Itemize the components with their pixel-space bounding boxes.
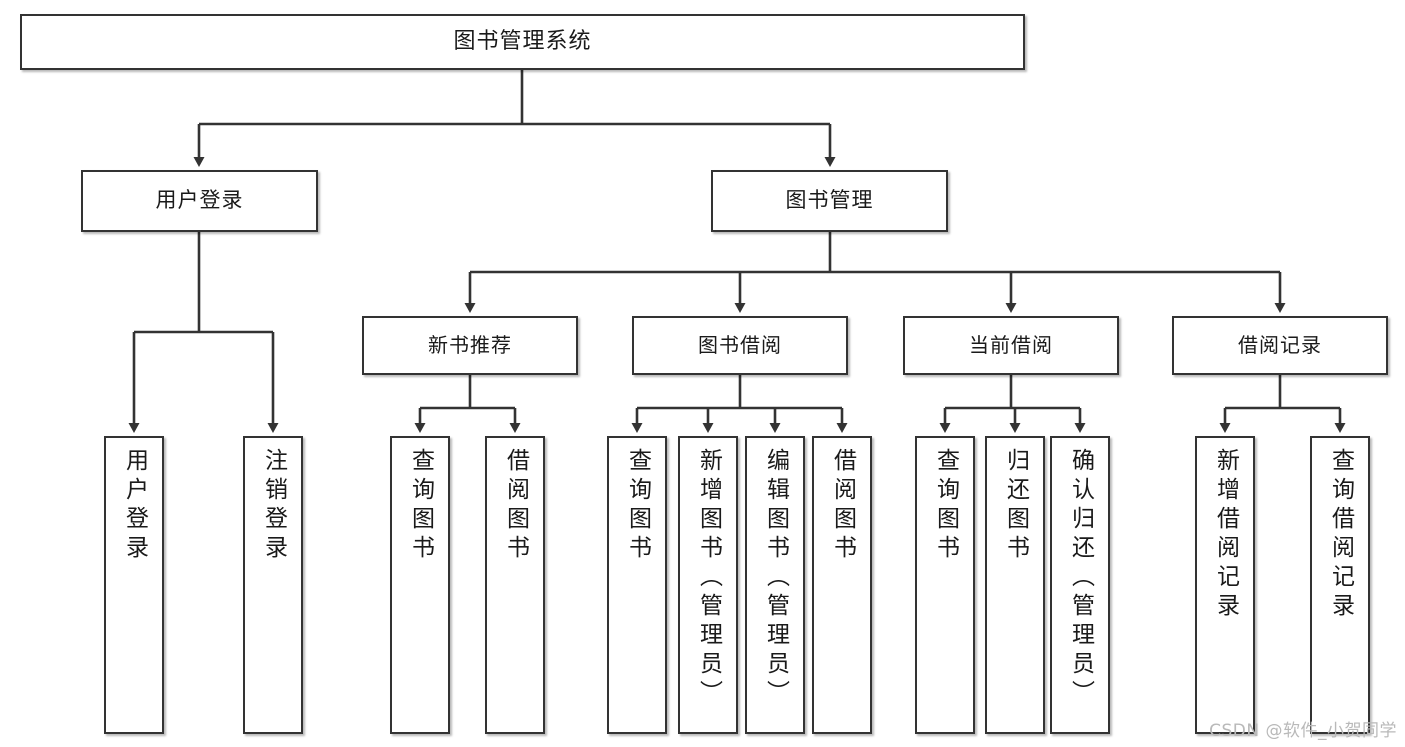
node-leaf-user-logout[interactable]: 注销登录 xyxy=(243,436,303,734)
node-leaf-confirm-return-label: 确认归还（管理员） xyxy=(1067,448,1094,709)
node-leaf-add-book[interactable]: 新增图书（管理员） xyxy=(678,436,738,734)
node-current-borrow[interactable]: 当前借阅 xyxy=(903,316,1119,375)
node-book-manage-label: 图书管理 xyxy=(785,188,874,213)
node-leaf-query-record-label: 查询借阅记录 xyxy=(1327,448,1354,622)
node-leaf-add-book-label: 新增图书（管理员） xyxy=(695,448,722,709)
node-leaf-edit-book[interactable]: 编辑图书（管理员） xyxy=(745,436,805,734)
node-leaf-add-record-label: 新增借阅记录 xyxy=(1212,448,1239,622)
node-user-login-label: 用户登录 xyxy=(155,188,244,213)
node-leaf-borrow-book-1-label: 借阅图书 xyxy=(502,448,529,564)
node-leaf-user-login-label: 用户登录 xyxy=(121,448,148,564)
node-leaf-edit-book-label: 编辑图书（管理员） xyxy=(762,448,789,709)
node-leaf-confirm-return[interactable]: 确认归还（管理员） xyxy=(1050,436,1110,734)
node-book-borrow[interactable]: 图书借阅 xyxy=(632,316,848,375)
node-new-book-rec[interactable]: 新书推荐 xyxy=(362,316,578,375)
node-leaf-query-book-3[interactable]: 查询图书 xyxy=(915,436,975,734)
node-leaf-user-login[interactable]: 用户登录 xyxy=(104,436,164,734)
node-leaf-return-book-label: 归还图书 xyxy=(1002,448,1029,564)
node-leaf-query-book-3-label: 查询图书 xyxy=(932,448,959,564)
node-root-label: 图书管理系统 xyxy=(453,28,592,54)
node-new-book-rec-label: 新书推荐 xyxy=(428,333,512,358)
node-book-borrow-label: 图书借阅 xyxy=(698,333,782,358)
node-borrow-record[interactable]: 借阅记录 xyxy=(1172,316,1388,375)
csdn-watermark: CSDN @软件_小贺同学 xyxy=(1209,721,1397,741)
node-book-manage[interactable]: 图书管理 xyxy=(711,170,948,232)
node-leaf-return-book[interactable]: 归还图书 xyxy=(985,436,1045,734)
node-leaf-add-record[interactable]: 新增借阅记录 xyxy=(1195,436,1255,734)
node-leaf-query-book-2[interactable]: 查询图书 xyxy=(607,436,667,734)
node-leaf-borrow-book-2[interactable]: 借阅图书 xyxy=(812,436,872,734)
node-leaf-query-book-1[interactable]: 查询图书 xyxy=(390,436,450,734)
node-leaf-query-book-1-label: 查询图书 xyxy=(407,448,434,564)
node-borrow-record-label: 借阅记录 xyxy=(1238,333,1322,358)
node-leaf-query-book-2-label: 查询图书 xyxy=(624,448,651,564)
node-leaf-borrow-book-1[interactable]: 借阅图书 xyxy=(485,436,545,734)
node-leaf-query-record[interactable]: 查询借阅记录 xyxy=(1310,436,1370,734)
node-current-borrow-label: 当前借阅 xyxy=(969,333,1053,358)
node-root[interactable]: 图书管理系统 xyxy=(20,14,1025,70)
node-leaf-user-logout-label: 注销登录 xyxy=(260,448,287,564)
node-user-login[interactable]: 用户登录 xyxy=(81,170,318,232)
node-leaf-borrow-book-2-label: 借阅图书 xyxy=(829,448,856,564)
